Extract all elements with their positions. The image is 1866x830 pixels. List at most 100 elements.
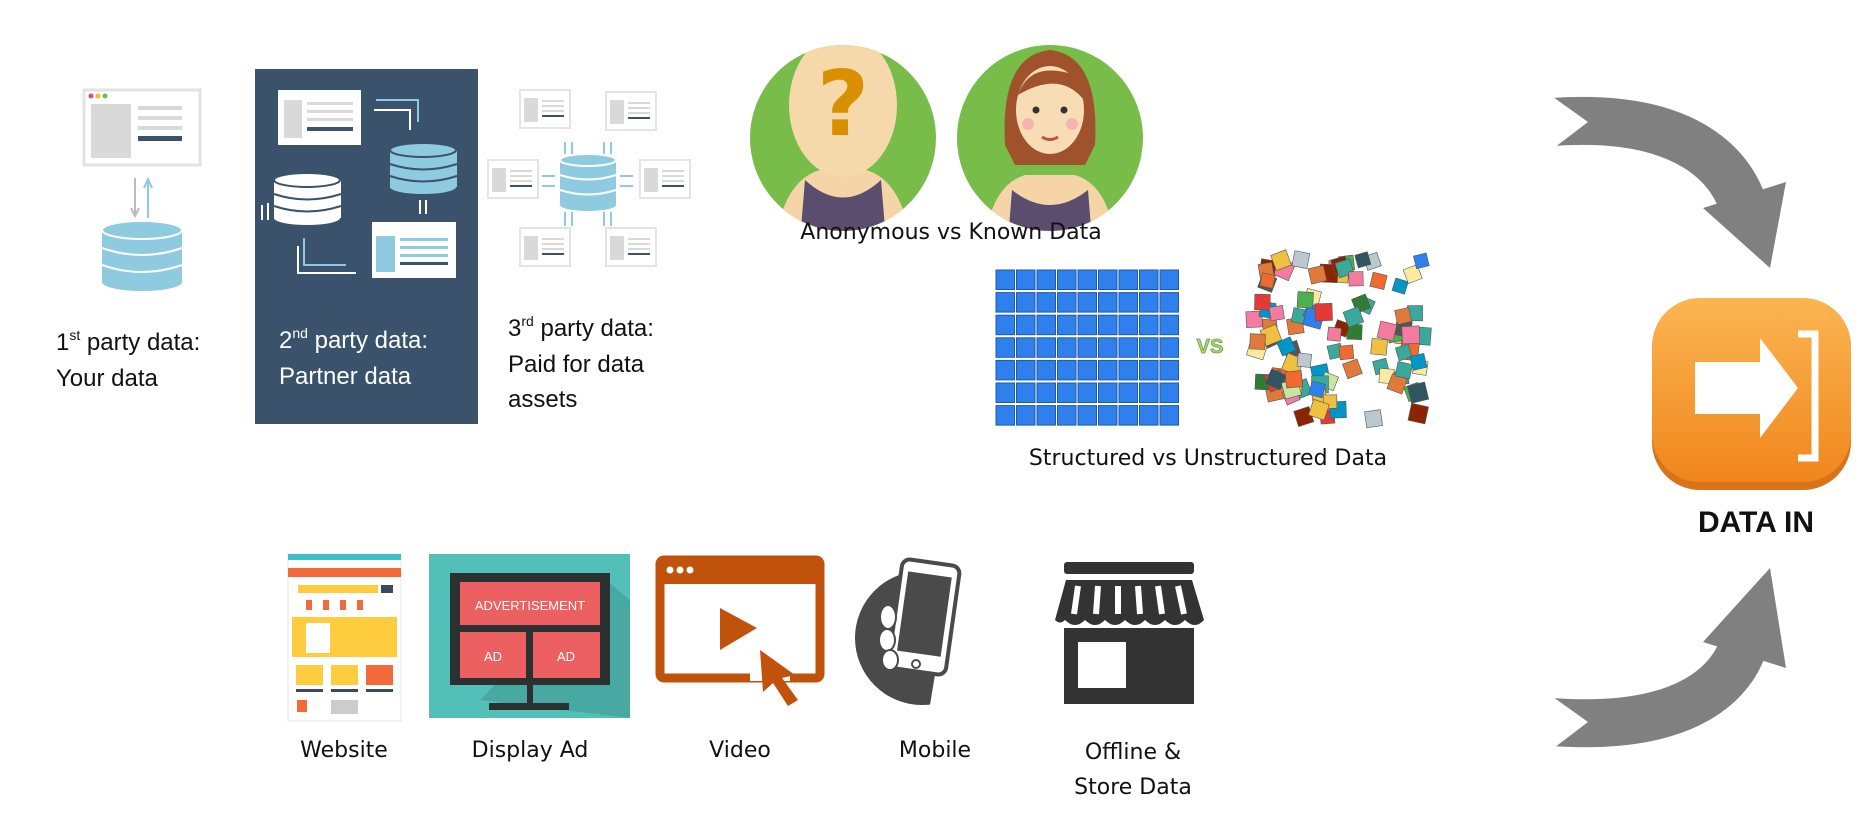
grid-cell — [1098, 337, 1118, 358]
second-party-title: 2nd party data: — [279, 325, 428, 354]
scatter-square — [1407, 402, 1429, 425]
display-ad-label: Display Ad — [472, 738, 589, 763]
grid-cell — [1036, 269, 1056, 290]
curved-arrow-down-icon — [1546, 92, 1786, 268]
grid-cell — [1016, 359, 1036, 381]
grid-cell — [1098, 359, 1118, 381]
video-icon — [655, 555, 825, 706]
grid-cell — [1139, 382, 1159, 403]
grid-cell — [1118, 359, 1138, 381]
unstructured-scatter — [1245, 249, 1432, 429]
grid-cell — [1057, 405, 1077, 426]
scatter-square — [1354, 251, 1372, 269]
anonymous-avatar: ? — [750, 45, 936, 231]
grid-cell — [1077, 405, 1097, 426]
browser-window-icon — [372, 222, 456, 278]
first-party-subtitle: Your data — [56, 365, 159, 392]
scatter-square — [1291, 250, 1311, 269]
scatter-square — [1259, 272, 1276, 289]
browser-window-icon — [519, 89, 571, 129]
scatter-square — [1369, 271, 1388, 290]
scatter-square — [1394, 361, 1413, 380]
database-icon — [101, 220, 183, 291]
grid-cell — [995, 359, 1015, 381]
website-label: Website — [300, 738, 388, 763]
scatter-square — [1307, 264, 1328, 285]
scatter-square — [1268, 305, 1285, 322]
database-icon — [389, 142, 458, 194]
grid-cell — [1057, 382, 1077, 403]
scatter-square — [1276, 336, 1297, 357]
website-icon — [287, 553, 402, 722]
scatter-square — [1364, 409, 1383, 429]
scatter-square — [1401, 325, 1421, 345]
grid-cell — [1077, 337, 1097, 358]
grid-cell — [1118, 337, 1138, 358]
first-party-title: 1st party data: — [56, 327, 200, 356]
grid-cell — [995, 405, 1015, 426]
exchange-arrows-icon — [542, 142, 633, 226]
grid-cell — [1036, 337, 1056, 358]
database-icon — [559, 153, 617, 211]
grid-cell — [1077, 382, 1097, 403]
browser-window-icon — [605, 227, 657, 267]
known-person-avatar — [957, 45, 1143, 231]
scatter-square — [1391, 277, 1409, 295]
grid-cell — [1057, 314, 1077, 336]
browser-window-icon — [605, 91, 657, 131]
grid-cell — [1139, 405, 1159, 426]
third-party-title: 3rd party data: — [508, 313, 654, 342]
second-party-subtitle: Partner data — [279, 363, 412, 390]
grid-cell — [1159, 382, 1179, 403]
curved-arrow-up-icon — [1546, 568, 1786, 754]
scatter-square — [1376, 320, 1398, 342]
grid-cell — [1036, 382, 1056, 403]
scatter-square — [1342, 306, 1365, 328]
scatter-square — [1308, 398, 1330, 421]
scatter-square — [1296, 352, 1313, 368]
browser-windows-cluster — [487, 89, 691, 267]
scatter-square — [1245, 310, 1263, 329]
grid-cell — [995, 382, 1015, 403]
scatter-square — [1254, 293, 1271, 311]
grid-cell — [1139, 269, 1159, 290]
grid-cell — [1016, 314, 1036, 336]
scatter-square — [1402, 264, 1423, 285]
grid-cell — [1098, 314, 1118, 336]
grid-cell — [1016, 337, 1036, 358]
structure-caption: Structured vs Unstructured Data — [1029, 446, 1387, 471]
grid-cell — [1077, 314, 1097, 336]
store-label: Offline & — [1085, 740, 1181, 765]
advertisement-text: ADVERTISEMENT — [475, 598, 585, 613]
question-mark-icon: ? — [817, 52, 869, 157]
browser-window-icon — [278, 90, 361, 145]
scatter-square — [1326, 326, 1342, 342]
grid-cell — [1098, 382, 1118, 403]
grid-cell — [995, 292, 1015, 313]
scatter-square — [1394, 343, 1413, 362]
scatter-square — [1338, 344, 1355, 361]
grid-cell — [1098, 269, 1118, 290]
grid-cell — [1057, 337, 1077, 358]
grid-cell — [1016, 269, 1036, 290]
third-party-line3: assets — [508, 386, 577, 413]
scatter-square — [1342, 358, 1363, 380]
scatter-square — [1296, 291, 1314, 309]
scatter-square — [1284, 370, 1303, 389]
grid-cell — [1118, 382, 1138, 403]
grid-cell — [1139, 314, 1159, 336]
scatter-square — [1314, 302, 1333, 322]
first-party-panel: 1st party data: Your data — [56, 88, 202, 392]
grid-cell — [1057, 292, 1077, 313]
grid-cell — [995, 269, 1015, 290]
browser-window-icon — [487, 159, 539, 199]
grid-cell — [1098, 292, 1118, 313]
display-ad-icon: ADVERTISEMENT AD AD — [429, 554, 630, 718]
grid-cell — [995, 314, 1015, 336]
grid-cell — [1016, 292, 1036, 313]
grid-cell — [1077, 359, 1097, 381]
grid-cell — [1118, 314, 1138, 336]
grid-cell — [1057, 359, 1077, 381]
second-party-panel: 2nd party data: Partner data — [255, 69, 478, 424]
grid-cell — [1077, 269, 1097, 290]
